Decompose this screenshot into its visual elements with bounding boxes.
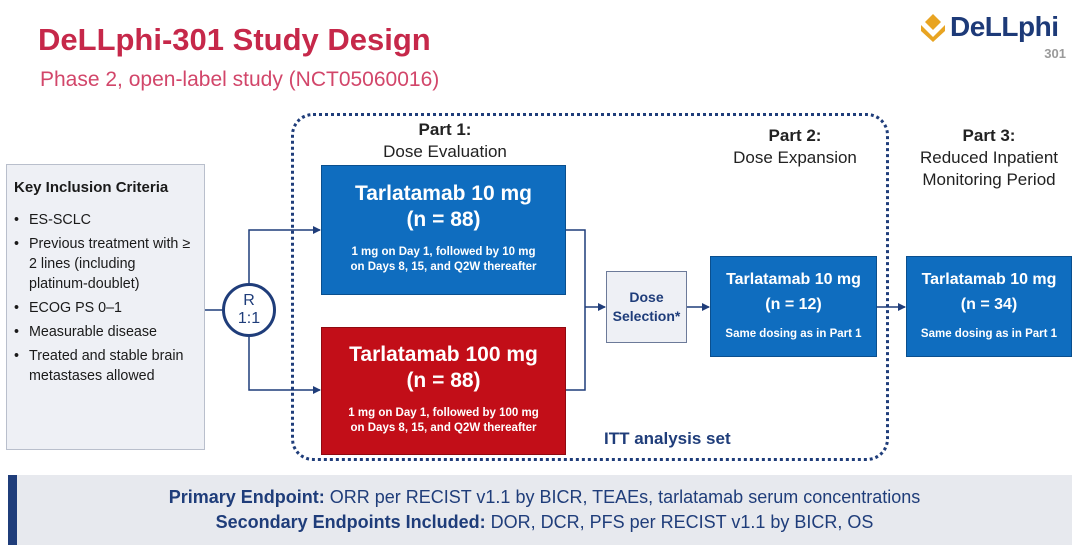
randomization-circle: R 1:1	[222, 283, 276, 337]
part3-label-line2: Monitoring Period	[922, 170, 1056, 189]
part2-expansion-box: Tarlatamab 10 mg (n = 12) Same dosing as…	[710, 256, 877, 357]
arm10-dosing-line1: 1 mg on Day 1, followed by 10 mg	[351, 246, 536, 258]
part3-heading: Part 3: Reduced Inpatient Monitoring Per…	[905, 125, 1073, 191]
primary-endpoint-label: Primary Endpoint:	[168, 487, 325, 507]
endpoints-band: Primary Endpoint: ORR per RECIST v1.1 by…	[8, 475, 1072, 545]
logo-number: 301	[1044, 46, 1066, 61]
randomization-ratio: 1:1	[237, 310, 261, 327]
arm10-dosing-line2: on Days 8, 15, and Q2W thereafter	[350, 261, 537, 273]
part2-box-note: Same dosing as in Part 1	[725, 328, 862, 340]
arm-10mg-box: Tarlatamab 10 mg (n = 88) 1 mg on Day 1,…	[321, 165, 566, 295]
part3-label-line1: Reduced Inpatient	[920, 148, 1058, 167]
inclusion-item: Measurable disease	[14, 322, 198, 342]
part3-box: Tarlatamab 10 mg (n = 34) Same dosing as…	[906, 256, 1072, 357]
part1-label: Dose Evaluation	[383, 142, 507, 161]
dose-selection-line1: Dose	[629, 289, 664, 305]
dose-selection-line2: Selection*	[612, 308, 681, 324]
part3-title: Part 3:	[962, 126, 1016, 145]
part2-title: Part 2:	[768, 126, 822, 145]
part2-box-n: (n = 12)	[765, 296, 822, 313]
arrow-to-arm100	[248, 337, 321, 394]
part3-box-note: Same dosing as in Part 1	[920, 328, 1058, 340]
primary-endpoint-line: Primary Endpoint: ORR per RECIST v1.1 by…	[17, 485, 1072, 510]
arm100-n: (n = 88)	[406, 369, 481, 392]
dose-selection-box: Dose Selection*	[606, 271, 687, 343]
secondary-endpoints-label: Secondary Endpoints Included:	[215, 512, 486, 532]
arrow-to-arm10	[248, 226, 321, 283]
part2-label: Dose Expansion	[733, 148, 857, 167]
inclusion-item: Treated and stable brain metastases allo…	[14, 346, 198, 386]
itt-frame	[291, 113, 889, 461]
part1-title: Part 1:	[418, 120, 472, 139]
bracket-arms	[566, 229, 586, 391]
page-subtitle: Phase 2, open-label study (NCT05060016)	[40, 68, 440, 91]
page-title: DeLLphi-301 Study Design	[38, 22, 431, 57]
secondary-endpoints-text: DOR, DCR, PFS per RECIST v1.1 by BICR, O…	[485, 512, 874, 532]
part3-box-n: (n = 34)	[960, 296, 1018, 313]
part2-heading: Part 2: Dose Expansion	[715, 125, 875, 169]
itt-analysis-label: ITT analysis set	[604, 429, 731, 448]
arm100-name: Tarlatamab 100 mg	[349, 343, 538, 366]
arm100-dosing-line2: on Days 8, 15, and Q2W thereafter	[350, 422, 537, 434]
part3-box-name: Tarlatamab 10 mg	[921, 271, 1057, 288]
inclusion-list: ES-SCLC Previous treatment with ≥ 2 line…	[14, 210, 198, 386]
arm-100mg-box: Tarlatamab 100 mg (n = 88) 1 mg on Day 1…	[321, 327, 566, 455]
inclusion-item: ES-SCLC	[14, 210, 198, 230]
arm10-n: (n = 88)	[406, 208, 481, 231]
arm10-name: Tarlatamab 10 mg	[354, 182, 532, 205]
primary-endpoint-text: ORR per RECIST v1.1 by BICR, TEAEs, tarl…	[324, 487, 921, 507]
randomization-letter: R	[243, 292, 255, 309]
arm100-dosing-line1: 1 mg on Day 1, followed by 100 mg	[348, 407, 539, 419]
inclusion-item: ECOG PS 0–1	[14, 298, 198, 318]
secondary-endpoints-line: Secondary Endpoints Included: DOR, DCR, …	[17, 510, 1072, 535]
part2-box-name: Tarlatamab 10 mg	[726, 271, 861, 288]
dellphi-logo: DeLLphi 301	[906, 8, 1066, 72]
logo-wordmark: DeLLphi	[950, 11, 1059, 42]
inclusion-item: Previous treatment with ≥ 2 lines (inclu…	[14, 234, 198, 294]
inclusion-title: Key Inclusion Criteria	[14, 179, 169, 196]
logo-chevron-icon	[921, 14, 945, 42]
part1-heading: Part 1: Dose Evaluation	[355, 119, 535, 163]
inclusion-criteria-panel: Key Inclusion Criteria ES-SCLC Previous …	[6, 164, 205, 450]
